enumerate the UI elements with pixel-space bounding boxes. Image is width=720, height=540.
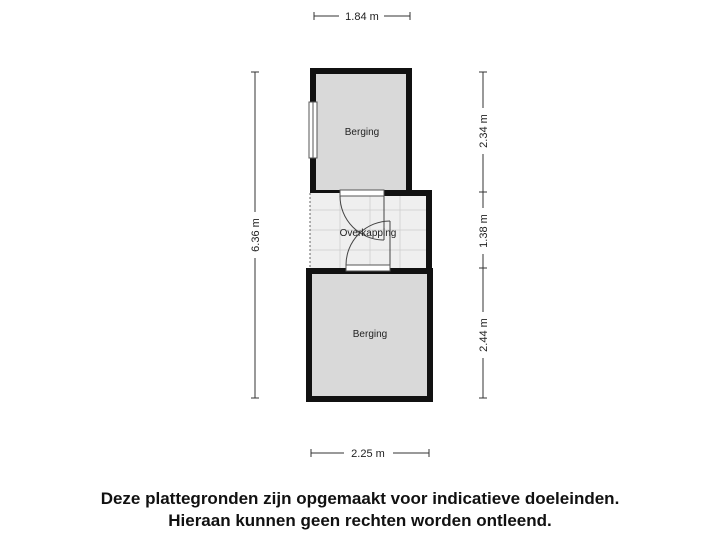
disclaimer-line-2: Hieraan kunnen geen rechten worden ontle… <box>168 511 552 530</box>
floor-plan: 1.84 m 6.36 m 2.34 m 1.38 m 2.44 m 2.25 … <box>250 11 490 460</box>
disclaimer-line-1: Deze plattegronden zijn opgemaakt voor i… <box>100 489 620 508</box>
left-dimension: 6.36 m <box>250 71 262 399</box>
room-middle-overkapping: Overkapping <box>309 189 432 272</box>
bottom-dimension-label: 2.25 m <box>351 448 385 460</box>
room-label-berging-bottom: Berging <box>353 329 387 340</box>
room-bottom-berging <box>306 264 433 402</box>
right-dimension-bottom-label: 2.44 m <box>478 318 490 352</box>
right-dimensions: 2.34 m 1.38 m 2.44 m <box>478 71 490 399</box>
room-label-overkapping: Overkapping <box>340 228 397 239</box>
door-top <box>339 189 385 241</box>
top-dimension: 1.84 m <box>313 11 411 23</box>
right-dimension-middle-label: 1.38 m <box>478 214 490 248</box>
bottom-dimension: 2.25 m <box>310 448 430 460</box>
left-dimension-label: 6.36 m <box>250 218 262 252</box>
top-dimension-label: 1.84 m <box>345 11 379 23</box>
room-label-berging-top: Berging <box>345 127 379 138</box>
right-dimension-top-label: 2.34 m <box>478 114 490 148</box>
